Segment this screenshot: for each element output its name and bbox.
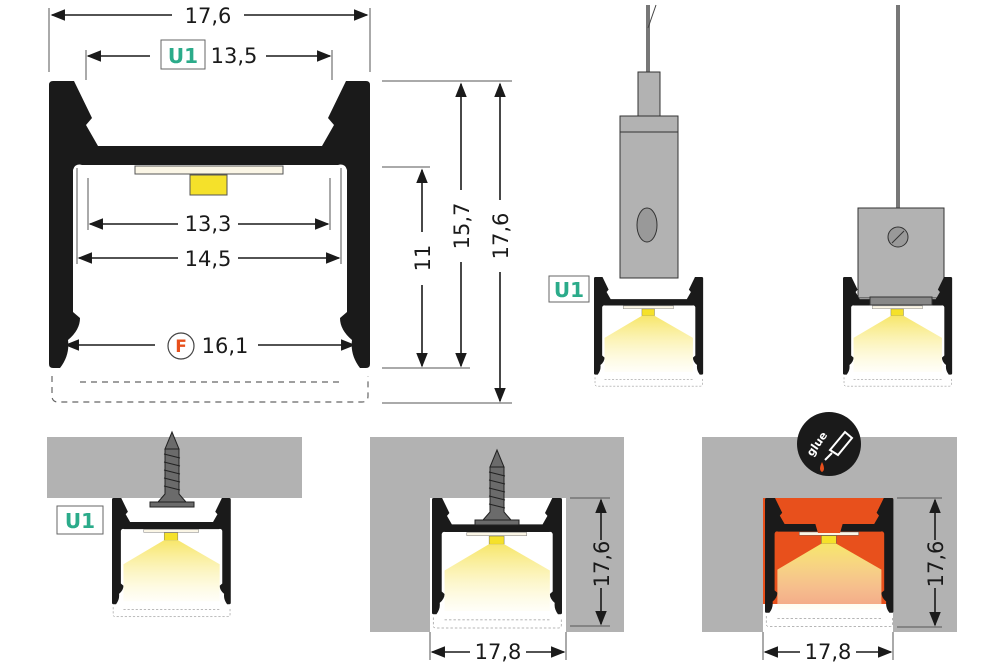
recess-height-label: 17,6 — [590, 541, 614, 588]
recess-width-label: 17,8 — [475, 640, 522, 664]
height-inner-label: 11 — [411, 245, 435, 272]
suspension-cover-label: U1 — [554, 278, 584, 302]
cover-label-box — [160, 39, 206, 70]
suspension-mount-2 — [843, 5, 952, 386]
glue-recess-height-label: 17,6 — [924, 541, 948, 588]
inner-width-1-label: 13,3 — [185, 212, 232, 236]
glue-recess-width-label: 17,8 — [805, 640, 852, 664]
cover-width-label: 13,5 — [211, 44, 258, 68]
inner-width-2-label: 14,5 — [185, 247, 232, 271]
diffuser-label: F — [175, 337, 187, 357]
height-mid-label: 15,7 — [450, 203, 474, 250]
width-label: 17,6 — [185, 4, 232, 28]
surface-mount-screw — [47, 431, 302, 617]
dimension-lines — [48, 8, 512, 404]
cover-label-box — [548, 275, 590, 303]
suspension-mount-1 — [594, 4, 703, 386]
cover-label-box — [56, 505, 104, 535]
cover-label: U1 — [168, 44, 198, 68]
mount-cover-label: U1 — [65, 509, 95, 533]
height-total-label: 17,6 — [489, 213, 513, 260]
recessed-mount-screw — [370, 437, 624, 660]
glue-icon: glue — [797, 412, 861, 476]
diffuser-badge — [167, 332, 195, 360]
diffuser-width-label: 16,1 — [202, 334, 249, 358]
